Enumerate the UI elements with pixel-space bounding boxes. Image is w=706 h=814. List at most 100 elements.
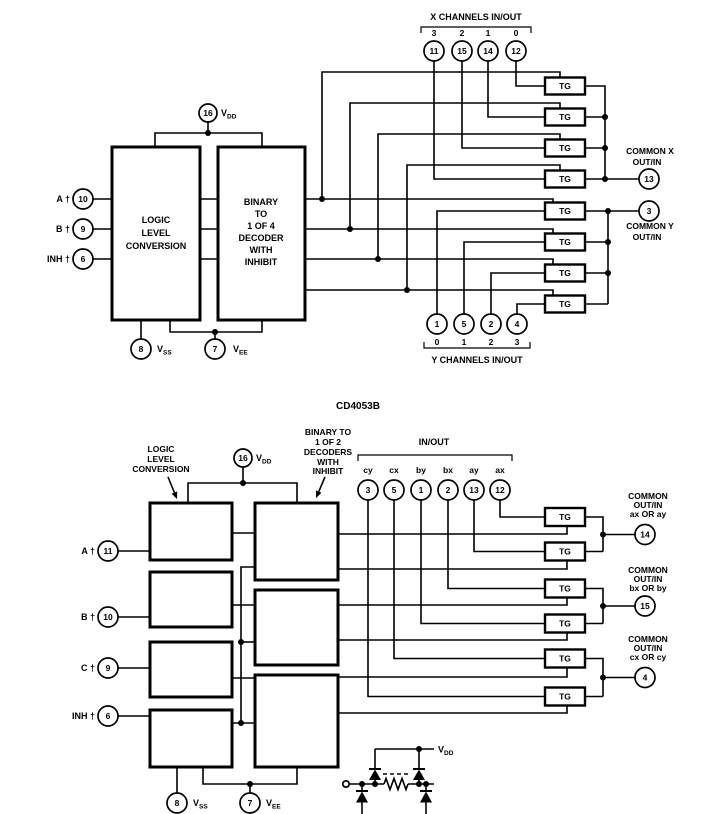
pin-number: 11: [430, 46, 439, 56]
wire: [321, 71, 561, 199]
top-vee: 7 VEE: [169, 320, 263, 360]
pin-number: 15: [640, 601, 650, 611]
input-label-a: A †: [81, 546, 95, 556]
block-outline: [110, 145, 202, 322]
diode-icon: [356, 791, 368, 803]
pin-number: 12: [511, 46, 521, 56]
conversion-blocks: [148, 501, 234, 769]
channel-label: bx: [443, 465, 453, 475]
wire: [305, 198, 554, 203]
decoder-output-wires: [305, 71, 561, 296]
y-signal-wires: [436, 210, 545, 314]
tg-label: TG: [559, 654, 571, 664]
pointer-label: BINARY TO: [305, 427, 352, 437]
pin-circle: [634, 595, 656, 617]
vss-label: VSS: [157, 344, 172, 357]
pin-number: 3: [647, 206, 652, 216]
wire: [338, 597, 568, 606]
vss-label: VSS: [193, 798, 208, 811]
common-y-label: OUT/IN: [633, 232, 662, 242]
arrowhead: [316, 490, 322, 498]
junction-dot: [602, 176, 608, 182]
common-label: COMMON: [628, 491, 668, 501]
common-bus-ax-ay: COMMON OUT/IN ax OR ay 14: [585, 491, 668, 553]
inout-header: IN/OUT cy cx by bx ay ax 3 5 1 2 13 12: [357, 437, 513, 501]
pin-number: 1: [435, 319, 440, 329]
y-channel-number: 3: [515, 337, 520, 347]
pin-number: 8: [139, 344, 144, 354]
input-label-inh: INH †: [47, 254, 70, 264]
bottom-control-wires: [338, 526, 568, 714]
wire: [338, 667, 568, 678]
common-bus-bx-by: COMMON OUT/IN bx OR by 15: [585, 565, 668, 625]
tg-label: TG: [559, 547, 571, 557]
y-channel-number: 1: [462, 337, 467, 347]
pin-number: 13: [469, 485, 479, 495]
common-label: OUT/IN: [634, 574, 663, 584]
pin-number: 1: [419, 485, 424, 495]
tg-label: TG: [559, 143, 571, 153]
pointer-line: [167, 476, 176, 493]
wire: [240, 566, 255, 723]
tg-label: TG: [559, 174, 571, 184]
junction-dot: [375, 256, 381, 262]
pin-number: 6: [106, 711, 111, 721]
wire: [367, 500, 545, 698]
block-outline: [253, 588, 340, 667]
pin-number: 11: [104, 546, 113, 556]
wire: [585, 516, 604, 552]
junction-dot: [605, 239, 611, 245]
junction-dot: [602, 114, 608, 120]
tg-label: TG: [559, 206, 571, 216]
vee-label: VEE: [266, 798, 281, 811]
pin-circle: [239, 792, 261, 814]
junction-dot: [205, 130, 211, 136]
protection-vdd-label: VDD: [438, 745, 454, 758]
pin-number: 5: [392, 485, 397, 495]
bottom-interconnects: [232, 532, 255, 726]
junction-dot: [359, 781, 365, 787]
junction-dot: [212, 329, 218, 335]
top-inputs: A † 10 B † 9 INH † 6: [47, 188, 112, 270]
wire: [305, 258, 554, 265]
junction-dot: [605, 270, 611, 276]
wire: [499, 500, 545, 518]
block-outline: [253, 673, 340, 769]
wire: [473, 500, 545, 553]
top-diagram: X CHANNELS IN/OUT 3 2 1 0 11 15 14 12: [47, 12, 674, 365]
tg-label: TG: [559, 512, 571, 522]
wire: [585, 587, 604, 624]
bottom-vdd: 16 VDD: [187, 448, 298, 503]
pin-number: 9: [106, 663, 111, 673]
junction-dot: [372, 781, 378, 787]
pointer-label: CONVERSION: [132, 464, 189, 474]
block-outline: [148, 708, 234, 769]
block-outline: [148, 501, 234, 562]
inout-title: IN/OUT: [419, 437, 450, 447]
x-channel-number: 3: [432, 28, 437, 38]
junction-dot: [423, 781, 429, 787]
pointer-label: DECODERS: [304, 447, 353, 457]
x-channel-number: 2: [460, 28, 465, 38]
tg-label: TG: [559, 237, 571, 247]
wire: [349, 102, 561, 229]
pin-number: 12: [495, 485, 505, 495]
logic-level-conversion-block: LOGIC LEVEL CONVERSION: [110, 145, 202, 322]
x-channels-header: X CHANNELS IN/OUT 3 2 1 0 11 15 14 12: [420, 12, 532, 62]
input-label-inh: INH †: [72, 711, 95, 721]
block-interconnects: [200, 198, 218, 260]
pointer-label: WITH: [317, 457, 339, 467]
block-label: TO: [255, 209, 267, 219]
wire: [433, 61, 545, 180]
pointer-label: 1 OF 2: [315, 437, 341, 447]
pin-number: 15: [457, 46, 467, 56]
wire: [377, 133, 561, 259]
junction-dot: [404, 287, 410, 293]
block-label: WITH: [250, 245, 273, 255]
input-label-b: B †: [56, 224, 70, 234]
pin-number: 2: [489, 319, 494, 329]
wire: [338, 705, 568, 714]
tg-label: TG: [559, 299, 571, 309]
x-channel-number: 1: [486, 28, 491, 38]
